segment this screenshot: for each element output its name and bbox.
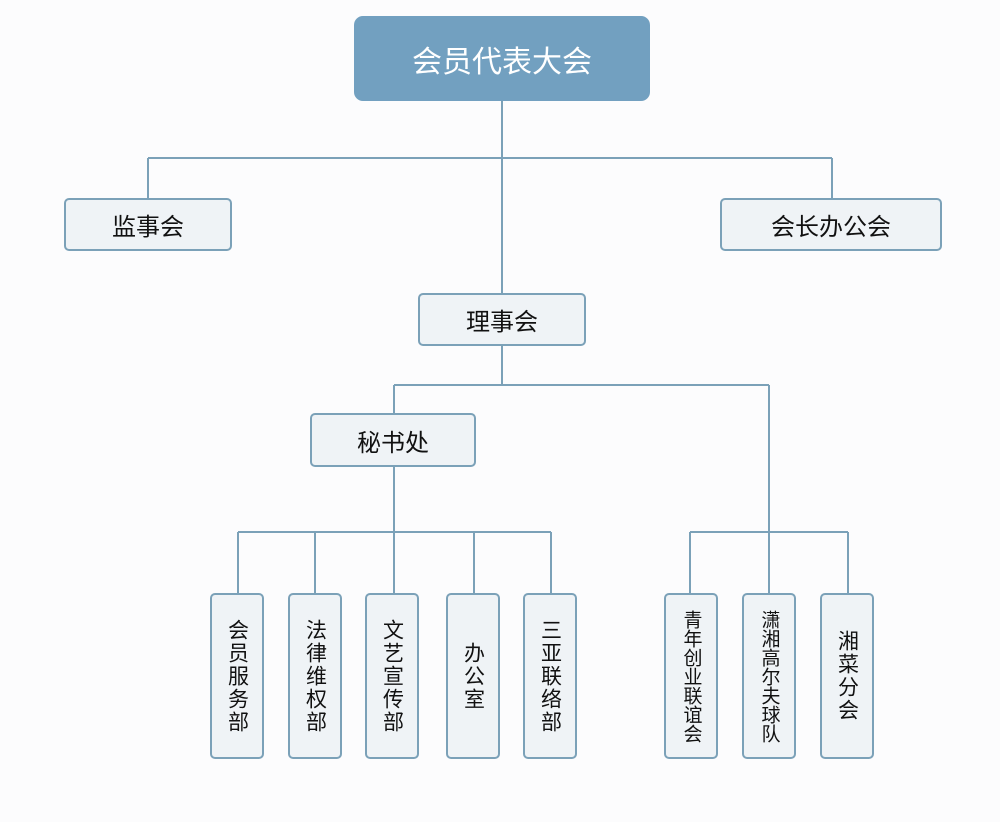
branch-node: 湘菜分会 bbox=[820, 593, 874, 759]
department-node: 文艺宣传部 bbox=[365, 593, 419, 759]
department-node: 三亚联络部 bbox=[523, 593, 577, 759]
department-node: 会员服务部 bbox=[210, 593, 264, 759]
branch-node: 潇湘高尔夫球队 bbox=[742, 593, 796, 759]
branch-node: 青年创业联谊会 bbox=[664, 593, 718, 759]
secretariat-node: 秘书处 bbox=[310, 413, 476, 467]
president-office-node: 会长办公会 bbox=[720, 198, 942, 251]
root-node: 会员代表大会 bbox=[354, 16, 650, 101]
council-node: 理事会 bbox=[418, 293, 586, 346]
department-node: 办公室 bbox=[446, 593, 500, 759]
department-node: 法律维权部 bbox=[288, 593, 342, 759]
supervisory-board-node: 监事会 bbox=[64, 198, 232, 251]
